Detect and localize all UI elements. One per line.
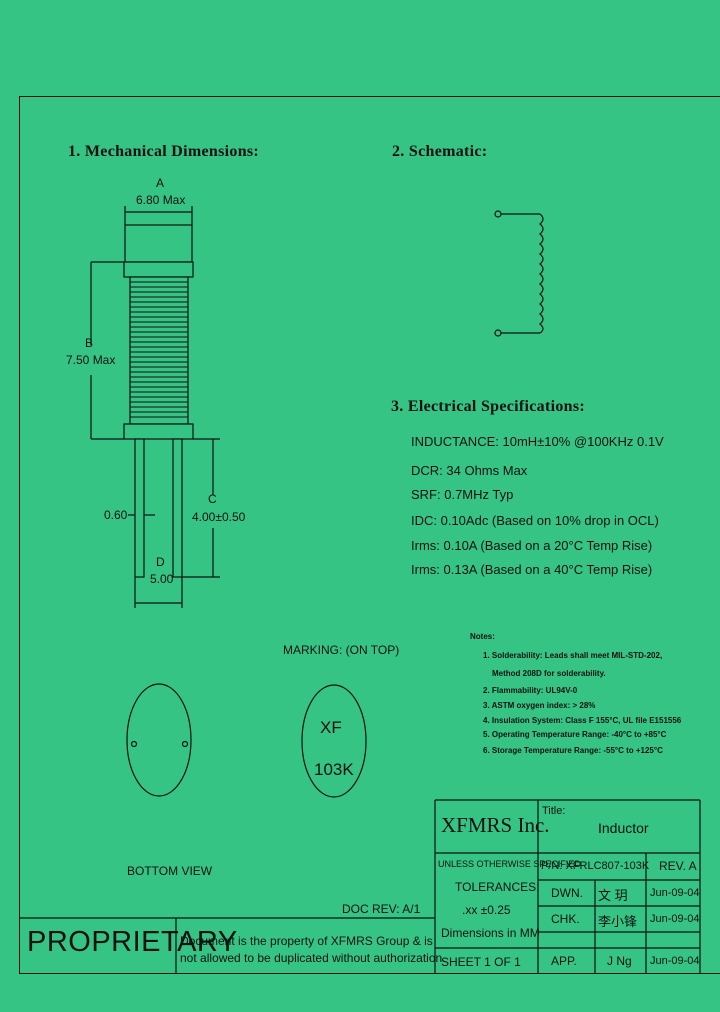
doc-rev: DOC REV: A/1 [342, 902, 421, 916]
spec-idc: IDC: 0.10Adc (Based on 10% drop in OCL) [411, 513, 659, 528]
date-app: Jun-09-04 [650, 955, 700, 967]
spec-irms-40: Irms: 0.13A (Based on a 40°C Temp Rise) [411, 562, 653, 577]
bottom-view-outline [126, 683, 192, 797]
notes-title: Notes: [470, 632, 495, 641]
marking-line-1: XF [320, 718, 342, 737]
dim-a-label: A [156, 176, 165, 190]
dim-d-label: D [156, 555, 165, 569]
spec-srf: SRF: 0.7MHz Typ [411, 487, 514, 502]
date-dwn: Jun-09-04 [650, 887, 700, 899]
dim-d-value: 5.00 [150, 572, 174, 586]
note-5: 5. Operating Temperature Range: -40°C to… [483, 730, 667, 739]
marking-line-2: 103K [314, 760, 354, 779]
schematic-heading: 2. Schematic: [392, 143, 488, 160]
note-2: 2. Flammability: UL94V-0 [483, 686, 578, 695]
note-4: 4. Insulation System: Class F 155°C, UL … [483, 716, 682, 725]
dim-c-value: 4.00±0.50 [192, 510, 246, 524]
dimensions-unit: Dimensions in MM [441, 926, 540, 940]
marking-outline [301, 684, 367, 798]
marking-label: MARKING: (ON TOP) [283, 643, 400, 657]
company-name: XFMRS Inc. [441, 813, 550, 837]
revision: REV. A [659, 859, 697, 873]
electrical-heading: 3. Electrical Specifications: [391, 398, 585, 415]
spec-irms-20: Irms: 0.10A (Based on a 20°C Temp Rise) [411, 538, 653, 553]
dim-a-value: 6.80 Max [136, 193, 186, 207]
proprietary-text-1: Document is the property of XFMRS Group … [180, 934, 433, 948]
note-3: 3. ASTM oxygen index: > 28% [483, 701, 596, 710]
bottom-view-label: BOTTOM VIEW [127, 864, 213, 878]
sheet-count: SHEET 1 OF 1 [441, 955, 521, 969]
note-1: 1. Solderability: Leads shall meet MIL-S… [483, 651, 663, 660]
mechanical-heading: 1. Mechanical Dimensions: [68, 143, 260, 160]
spec-dcr: DCR: 34 Ohms Max [411, 463, 528, 478]
proprietary-text-2: not allowed to be duplicated without aut… [180, 951, 446, 965]
spec-inductance: INDUCTANCE: 10mH±10% @100KHz 0.1V [411, 434, 664, 449]
title-value: Inductor [598, 820, 649, 836]
tolerance-value: .xx ±0.25 [462, 903, 511, 917]
note-1b: Method 208D for solderability. [492, 669, 606, 678]
dim-pin-value: 0.60 [104, 508, 128, 522]
name-dwn: 文 玥 [598, 888, 628, 903]
role-chk: CHK. [551, 912, 580, 926]
dim-b-value: 7.50 Max [66, 353, 116, 367]
date-chk: Jun-09-04 [650, 913, 700, 925]
drawing-frame [19, 96, 720, 974]
schematic-coil [494, 210, 544, 337]
part-number: P/N: XFRLC807-103K [541, 860, 650, 872]
tolerances-label: TOLERANCES: [455, 880, 540, 894]
title-label: Title: [542, 805, 566, 817]
role-dwn: DWN. [551, 886, 583, 900]
proprietary-label: PROPRIETARY [27, 926, 238, 958]
name-chk: 李小锋 [598, 914, 638, 929]
dim-c-label: C [208, 492, 217, 506]
role-app: APP. [551, 954, 577, 968]
name-app: J Ng [607, 954, 632, 968]
note-6: 6. Storage Temperature Range: -55°C to +… [483, 746, 663, 755]
dim-b-label: B [85, 336, 94, 350]
unless-specified: UNLESS OTHERWISE SPECIFIED [438, 859, 581, 869]
